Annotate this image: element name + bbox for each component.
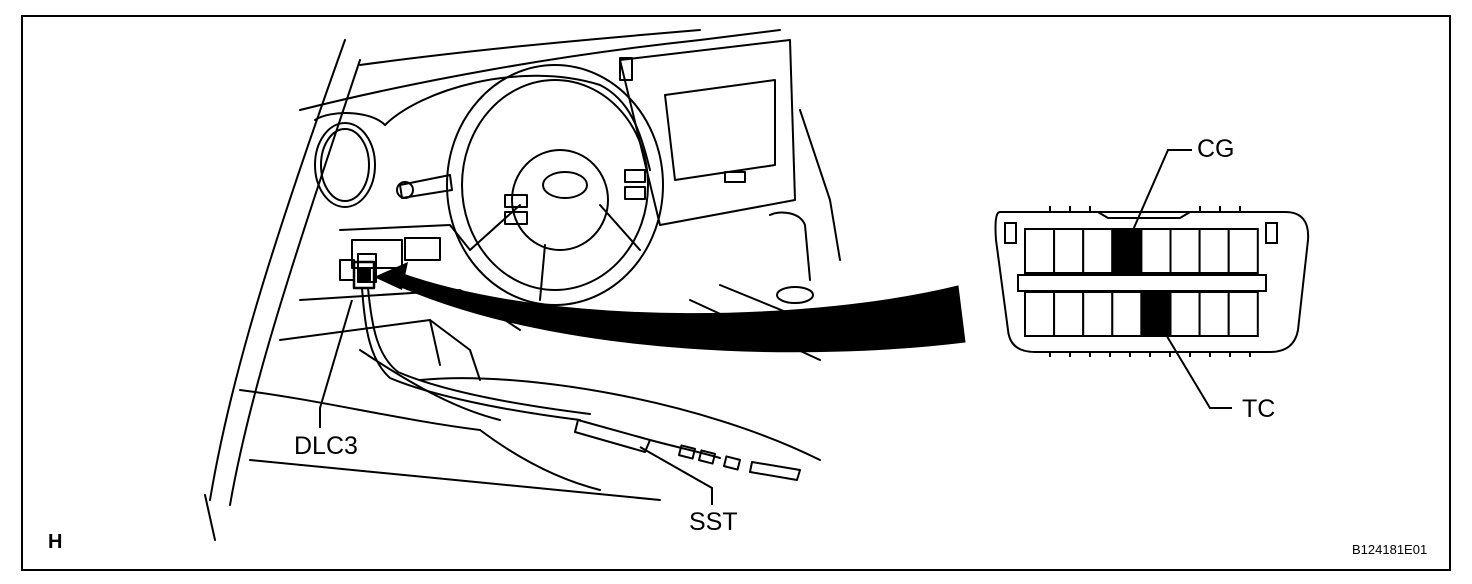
connector-terminal <box>1082 228 1114 274</box>
connector-terminal <box>1227 228 1259 274</box>
figure-code: B124181E01 <box>1352 542 1428 557</box>
connector-terminal <box>1169 291 1201 337</box>
figure-frame <box>21 15 1451 571</box>
connector-terminal <box>1111 291 1143 337</box>
tc-leader-line <box>1155 317 1232 409</box>
connector-terminal <box>1053 228 1085 274</box>
arrow-head <box>374 262 408 290</box>
connector-terminal <box>1024 228 1056 274</box>
connector-terminal <box>1082 291 1114 337</box>
connector-terminal <box>1140 228 1172 274</box>
connector-housing <box>994 211 1310 353</box>
connector-terminal <box>1053 291 1085 337</box>
connector-terminal <box>1198 291 1230 337</box>
cg-terminal <box>1111 228 1143 274</box>
tc-terminal <box>1140 291 1172 337</box>
leader-lines <box>319 149 1232 505</box>
dashboard-illustration <box>204 29 841 541</box>
connector-terminal <box>1227 291 1259 337</box>
connector-terminal-grid <box>1024 228 1259 337</box>
connector-terminal <box>1024 291 1056 337</box>
connector-terminal <box>1169 228 1201 274</box>
dlc3-leader-line <box>319 299 353 428</box>
sst-leader-line <box>639 446 713 505</box>
dlc3-label: DLC3 <box>294 432 358 460</box>
tc-label: TC <box>1242 395 1276 423</box>
steering-wheel <box>446 64 664 306</box>
connector-terminal <box>1198 228 1230 274</box>
cg-leader-line <box>1125 149 1192 247</box>
cg-label: CG <box>1197 135 1235 163</box>
sst-label: SST <box>689 508 738 536</box>
corner-mark: H <box>48 531 63 553</box>
pointer-arrow <box>389 272 966 353</box>
